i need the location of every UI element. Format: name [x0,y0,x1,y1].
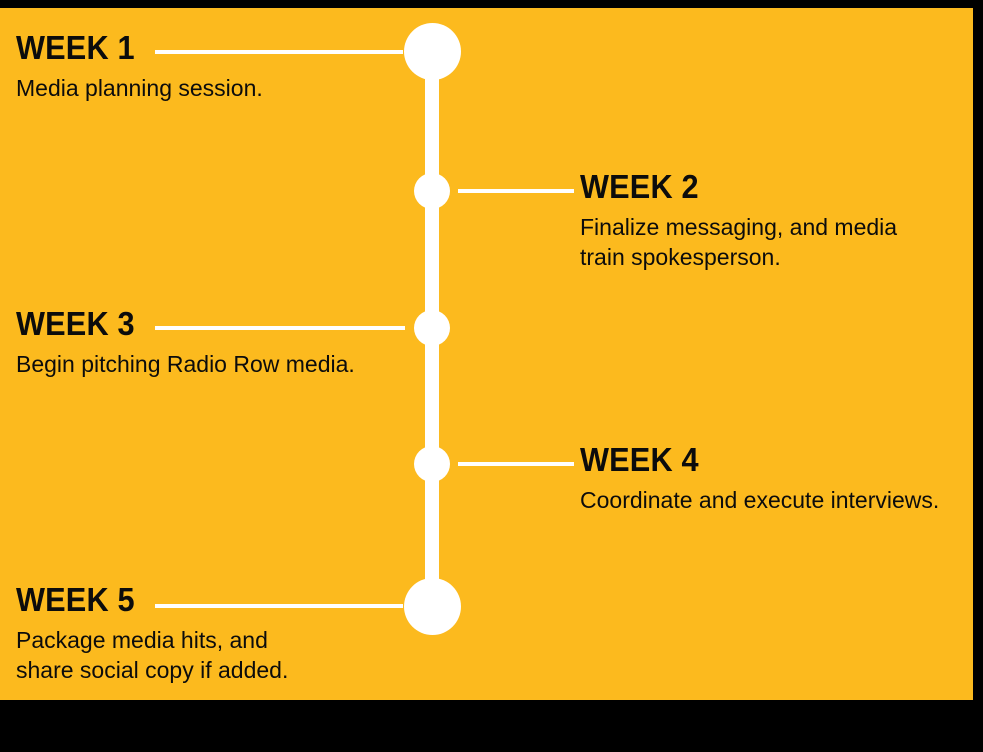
timeline-node-week-3 [414,310,450,346]
milestone-block-week-5: WEEK 5 Package media hits, and share soc… [16,582,288,685]
connector-line-week-1 [155,50,403,54]
timeline-node-week-2 [414,173,450,209]
milestone-title-week-3: WEEK 3 [16,305,135,342]
timeline-node-week-1 [404,23,461,80]
connector-line-week-3 [155,326,405,330]
timeline-node-week-4 [414,446,450,482]
milestone-description-week-5: Package media hits, and share social cop… [16,627,289,683]
connector-line-week-5 [155,604,403,608]
milestone-description-week-2: Finalize messaging, and media train spok… [580,214,898,270]
milestone-description-week-3: Begin pitching Radio Row media. [16,351,355,377]
milestone-description-week-4: Coordinate and execute interviews. [580,487,940,513]
milestone-block-week-1: WEEK 1 Media planning session. [16,30,263,103]
milestone-title-week-1: WEEK 1 [16,29,135,66]
connector-line-week-4 [458,462,574,466]
milestone-block-week-2: WEEK 2 Finalize messaging, and media tra… [580,169,897,272]
milestone-block-week-4: WEEK 4 Coordinate and execute interviews… [580,442,939,515]
milestone-title-week-4: WEEK 4 [580,441,699,478]
milestone-block-week-3: WEEK 3 Begin pitching Radio Row media. [16,306,355,379]
timeline-node-week-5 [404,578,461,635]
milestone-description-week-1: Media planning session. [16,75,263,101]
connector-line-week-2 [458,189,574,193]
milestone-title-week-5: WEEK 5 [16,581,135,618]
yellow-panel: WEEK 1 Media planning session. WEEK 2 Fi… [0,8,973,700]
milestone-title-week-2: WEEK 2 [580,168,699,205]
